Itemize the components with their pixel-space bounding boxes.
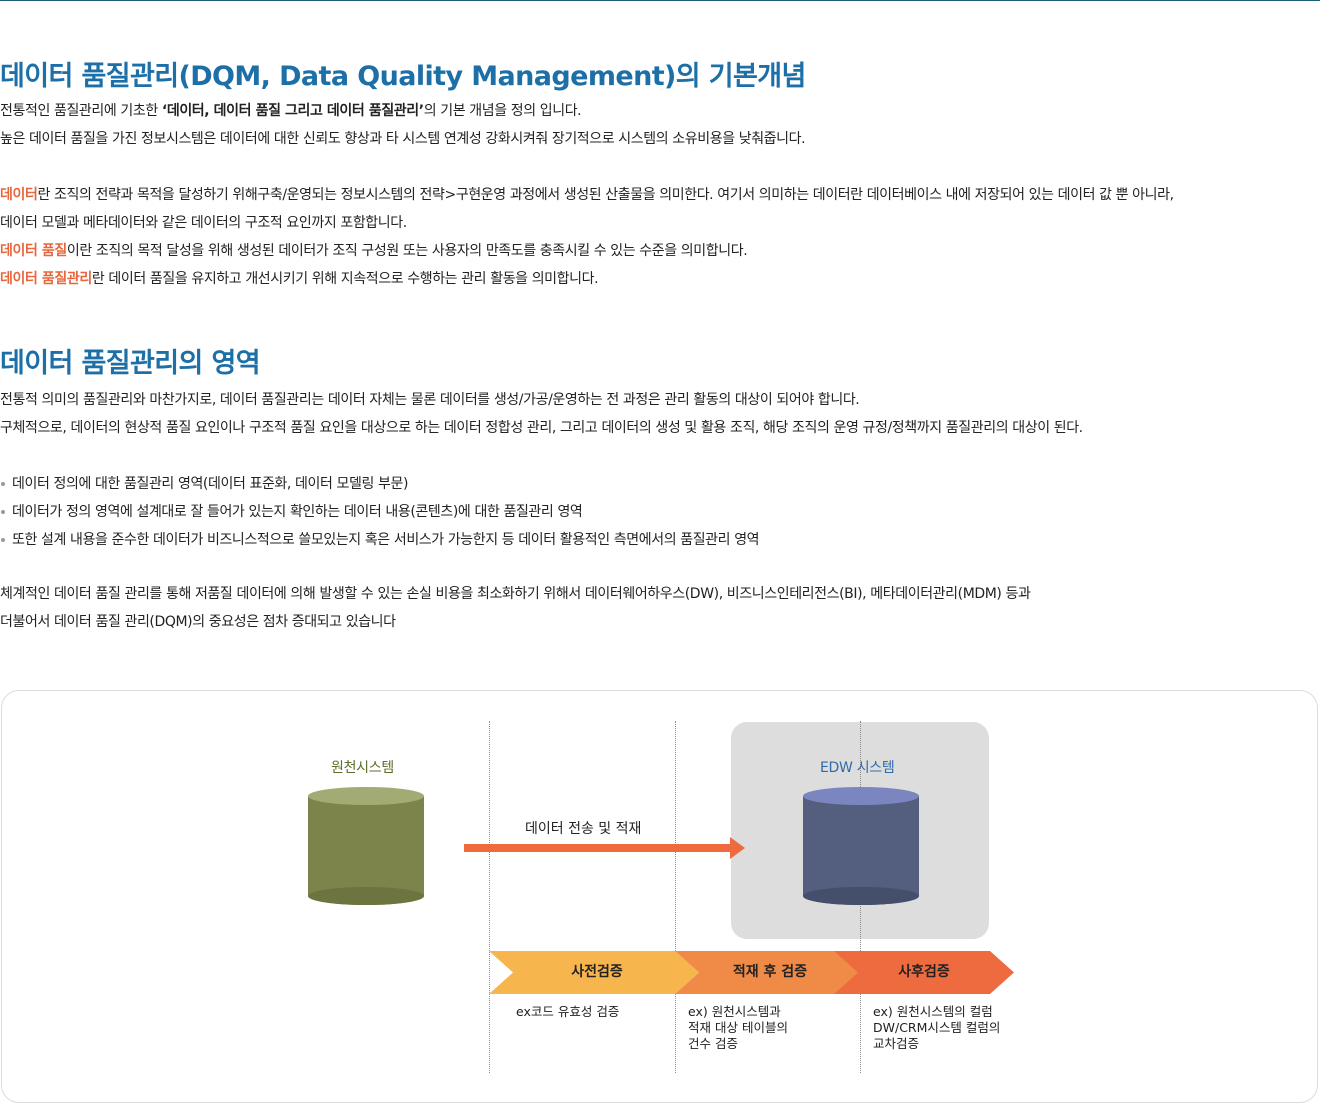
definition-data: 데이터란 조직의 전략과 목적을 달성하기 위해구축/운영되는 정보시스템의 전… <box>0 181 1174 209</box>
stage-label-final-validation: 사후검증 <box>898 964 950 980</box>
section-title-dqm-scope: 데이터 품질관리의 영역 <box>0 348 261 379</box>
note-line: ex) 원천시스템과 <box>688 1004 781 1019</box>
definition-data-cont: 데이터 모델과 메타데이터와 같은 데이터의 구조적 요인까지 포함합니다. <box>0 215 407 231</box>
stage-chevron-pre-validation <box>489 951 699 994</box>
source-system-label: 원천시스템 <box>331 760 394 776</box>
stage-divider-2 <box>675 721 676 1073</box>
note-line: ex코드 유효성 검증 <box>516 1004 620 1019</box>
closing-paragraph-1: 체계적인 데이터 품질 관리를 통해 저품질 데이터에 의해 발생할 수 있는 … <box>0 586 1031 602</box>
scope-paragraph-2: 구체적으로, 데이터의 현상적 품질 요인이나 구조적 품질 요인을 대상으로 … <box>0 420 1083 436</box>
intro-paragraph-1: 전통적인 품질관리에 기초한 ‘데이터, 데이터 품질 그리고 데이터 품질관리… <box>0 97 582 125</box>
dqm-process-diagram: 원천시스템 EDW 시스템 데이터 전송 및 적재 사전검증 적재 후 검증 <box>1 690 1318 1103</box>
section-title-dqm-concept: 데이터 품질관리(DQM, Data Quality Management)의 … <box>0 61 806 92</box>
note-line: 건수 검증 <box>688 1036 738 1051</box>
stage-label-post-load-validation: 적재 후 검증 <box>732 964 808 980</box>
stage-label-pre-validation: 사전검증 <box>571 964 623 980</box>
stage-divider-1 <box>489 721 490 1073</box>
edw-system-label: EDW 시스템 <box>820 760 895 776</box>
definition-dqm: 데이터 품질관리란 데이터 품질을 유지하고 개선시키기 위해 지속적으로 수행… <box>0 265 599 293</box>
intro-text-pre: 전통적인 품질관리에 기초한 <box>0 103 162 119</box>
intro-text-post: 의 기본 개념을 정의 입니다. <box>423 103 582 119</box>
definition-data-text: 란 조직의 전략과 목적을 달성하기 위해구축/운영되는 정보시스템의 전략>구… <box>37 187 1174 203</box>
list-item: 데이터 정의에 대한 품질관리 영역(데이터 표준화, 데이터 모델링 부문) <box>0 470 759 498</box>
list-item: 데이터가 정의 영역에 설계대로 잘 들어가 있는지 확인하는 데이터 내용(콘… <box>0 498 759 526</box>
definition-dqm-text: 란 데이터 품질을 유지하고 개선시키기 위해 지속적으로 수행하는 관리 활동… <box>91 271 599 287</box>
list-item: 또한 설계 내용을 준수한 데이터가 비즈니스적으로 쓸모있는지 혹은 서비스가… <box>0 526 760 554</box>
note-line: DW/CRM시스템 컬럼의 <box>873 1020 1001 1035</box>
data-transfer-arrow-icon <box>464 837 745 859</box>
source-database-icon <box>308 787 424 905</box>
intro-text-bold: ‘데이터, 데이터 품질 그리고 데이터 품질관리’ <box>161 103 424 119</box>
term-dqm: 데이터 품질관리 <box>0 271 92 287</box>
stage-note-final-validation: ex) 원천시스템의 컬럼 DW/CRM시스템 컬럼의 교차검증 <box>873 1004 1000 1052</box>
scope-bullet-list: 데이터 정의에 대한 품질관리 영역(데이터 표준화, 데이터 모델링 부문) … <box>0 470 760 554</box>
stage-chevron-post-load-validation <box>675 951 859 994</box>
edw-database-icon <box>803 787 919 905</box>
stage-note-pre-validation: ex코드 유효성 검증 <box>516 1004 619 1020</box>
term-data-quality: 데이터 품질 <box>0 243 67 259</box>
note-line: 교차검증 <box>873 1036 920 1051</box>
term-data: 데이터 <box>0 187 38 203</box>
note-line: ex) 원천시스템의 컬럼 <box>873 1004 993 1019</box>
closing-paragraph-2: 더불어서 데이터 품질 관리(DQM)의 중요성은 점차 증대되고 있습니다 <box>0 614 396 630</box>
definition-data-quality: 데이터 품질이란 조직의 목적 달성을 위해 생성된 데이터가 조직 구성원 또… <box>0 237 748 265</box>
scope-paragraph-1: 전통적 의미의 품질관리와 마찬가지로, 데이터 품질관리는 데이터 자체는 물… <box>0 392 860 408</box>
stage-note-post-load-validation: ex) 원천시스템과 적재 대상 테이블의 건수 검증 <box>688 1004 788 1052</box>
stage-chevron-final-validation <box>834 951 1014 994</box>
intro-paragraph-2: 높은 데이터 품질을 가진 정보시스템은 데이터에 대한 신뢰도 향상과 타 시… <box>0 131 806 147</box>
data-transfer-label: 데이터 전송 및 적재 <box>525 821 642 837</box>
top-border-line <box>0 0 1320 1</box>
note-line: 적재 대상 테이블의 <box>688 1020 788 1035</box>
definition-data-quality-text: 이란 조직의 목적 달성을 위해 생성된 데이터가 조직 구성원 또는 사용자의… <box>66 243 748 259</box>
